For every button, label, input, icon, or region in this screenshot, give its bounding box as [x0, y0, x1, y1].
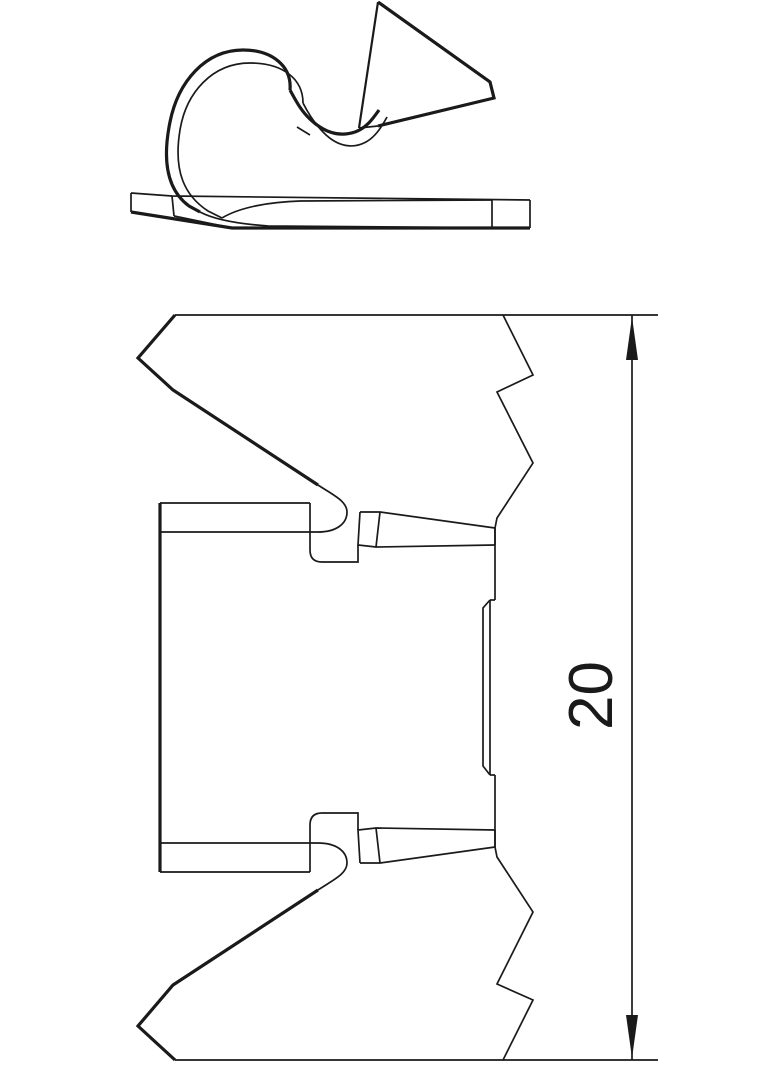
bend-tick-mark	[296, 126, 311, 136]
side-view-group	[130, 0, 531, 230]
wedge-flag	[377, 0, 496, 128]
upper-left-jaw-profile	[135, 313, 319, 487]
s-bend-inner-edge	[302, 102, 388, 147]
upper-tab-front-face	[357, 511, 496, 548]
wedge-base-edge	[358, 125, 379, 129]
lower-left-jaw-profile	[135, 888, 319, 1062]
wedge-left-edge	[357, 1, 380, 129]
lower-hook-nose	[160, 842, 348, 891]
base-strip-inner-edge	[173, 215, 233, 229]
dimension-arrowhead-top	[626, 317, 638, 360]
right-jaw-zigzag-lower	[494, 846, 535, 1061]
lower-tab-front-face	[357, 827, 496, 864]
lower-notch-step	[309, 812, 359, 872]
upper-tab-left-fold	[375, 511, 381, 548]
dimension-20-group: 20	[503, 314, 658, 1061]
base-strip-left-division	[171, 195, 175, 217]
front-view-group	[135, 313, 535, 1062]
coil-foot-inner-blend	[221, 199, 493, 219]
upper-hook-nose	[160, 484, 348, 533]
upper-notch-step	[309, 503, 359, 563]
s-bend-outer-edge	[288, 89, 381, 136]
coil-outer-wall	[164, 48, 292, 214]
dimension-value-20: 20	[557, 661, 626, 730]
central-rib-left-edge	[482, 599, 491, 776]
right-jaw-zigzag-upper	[494, 314, 535, 529]
dimension-arrowhead-bottom	[626, 1015, 638, 1058]
lower-tab-left-fold	[375, 827, 381, 864]
coil-foot-blend	[199, 211, 531, 229]
coil-inner-wall	[177, 62, 304, 219]
